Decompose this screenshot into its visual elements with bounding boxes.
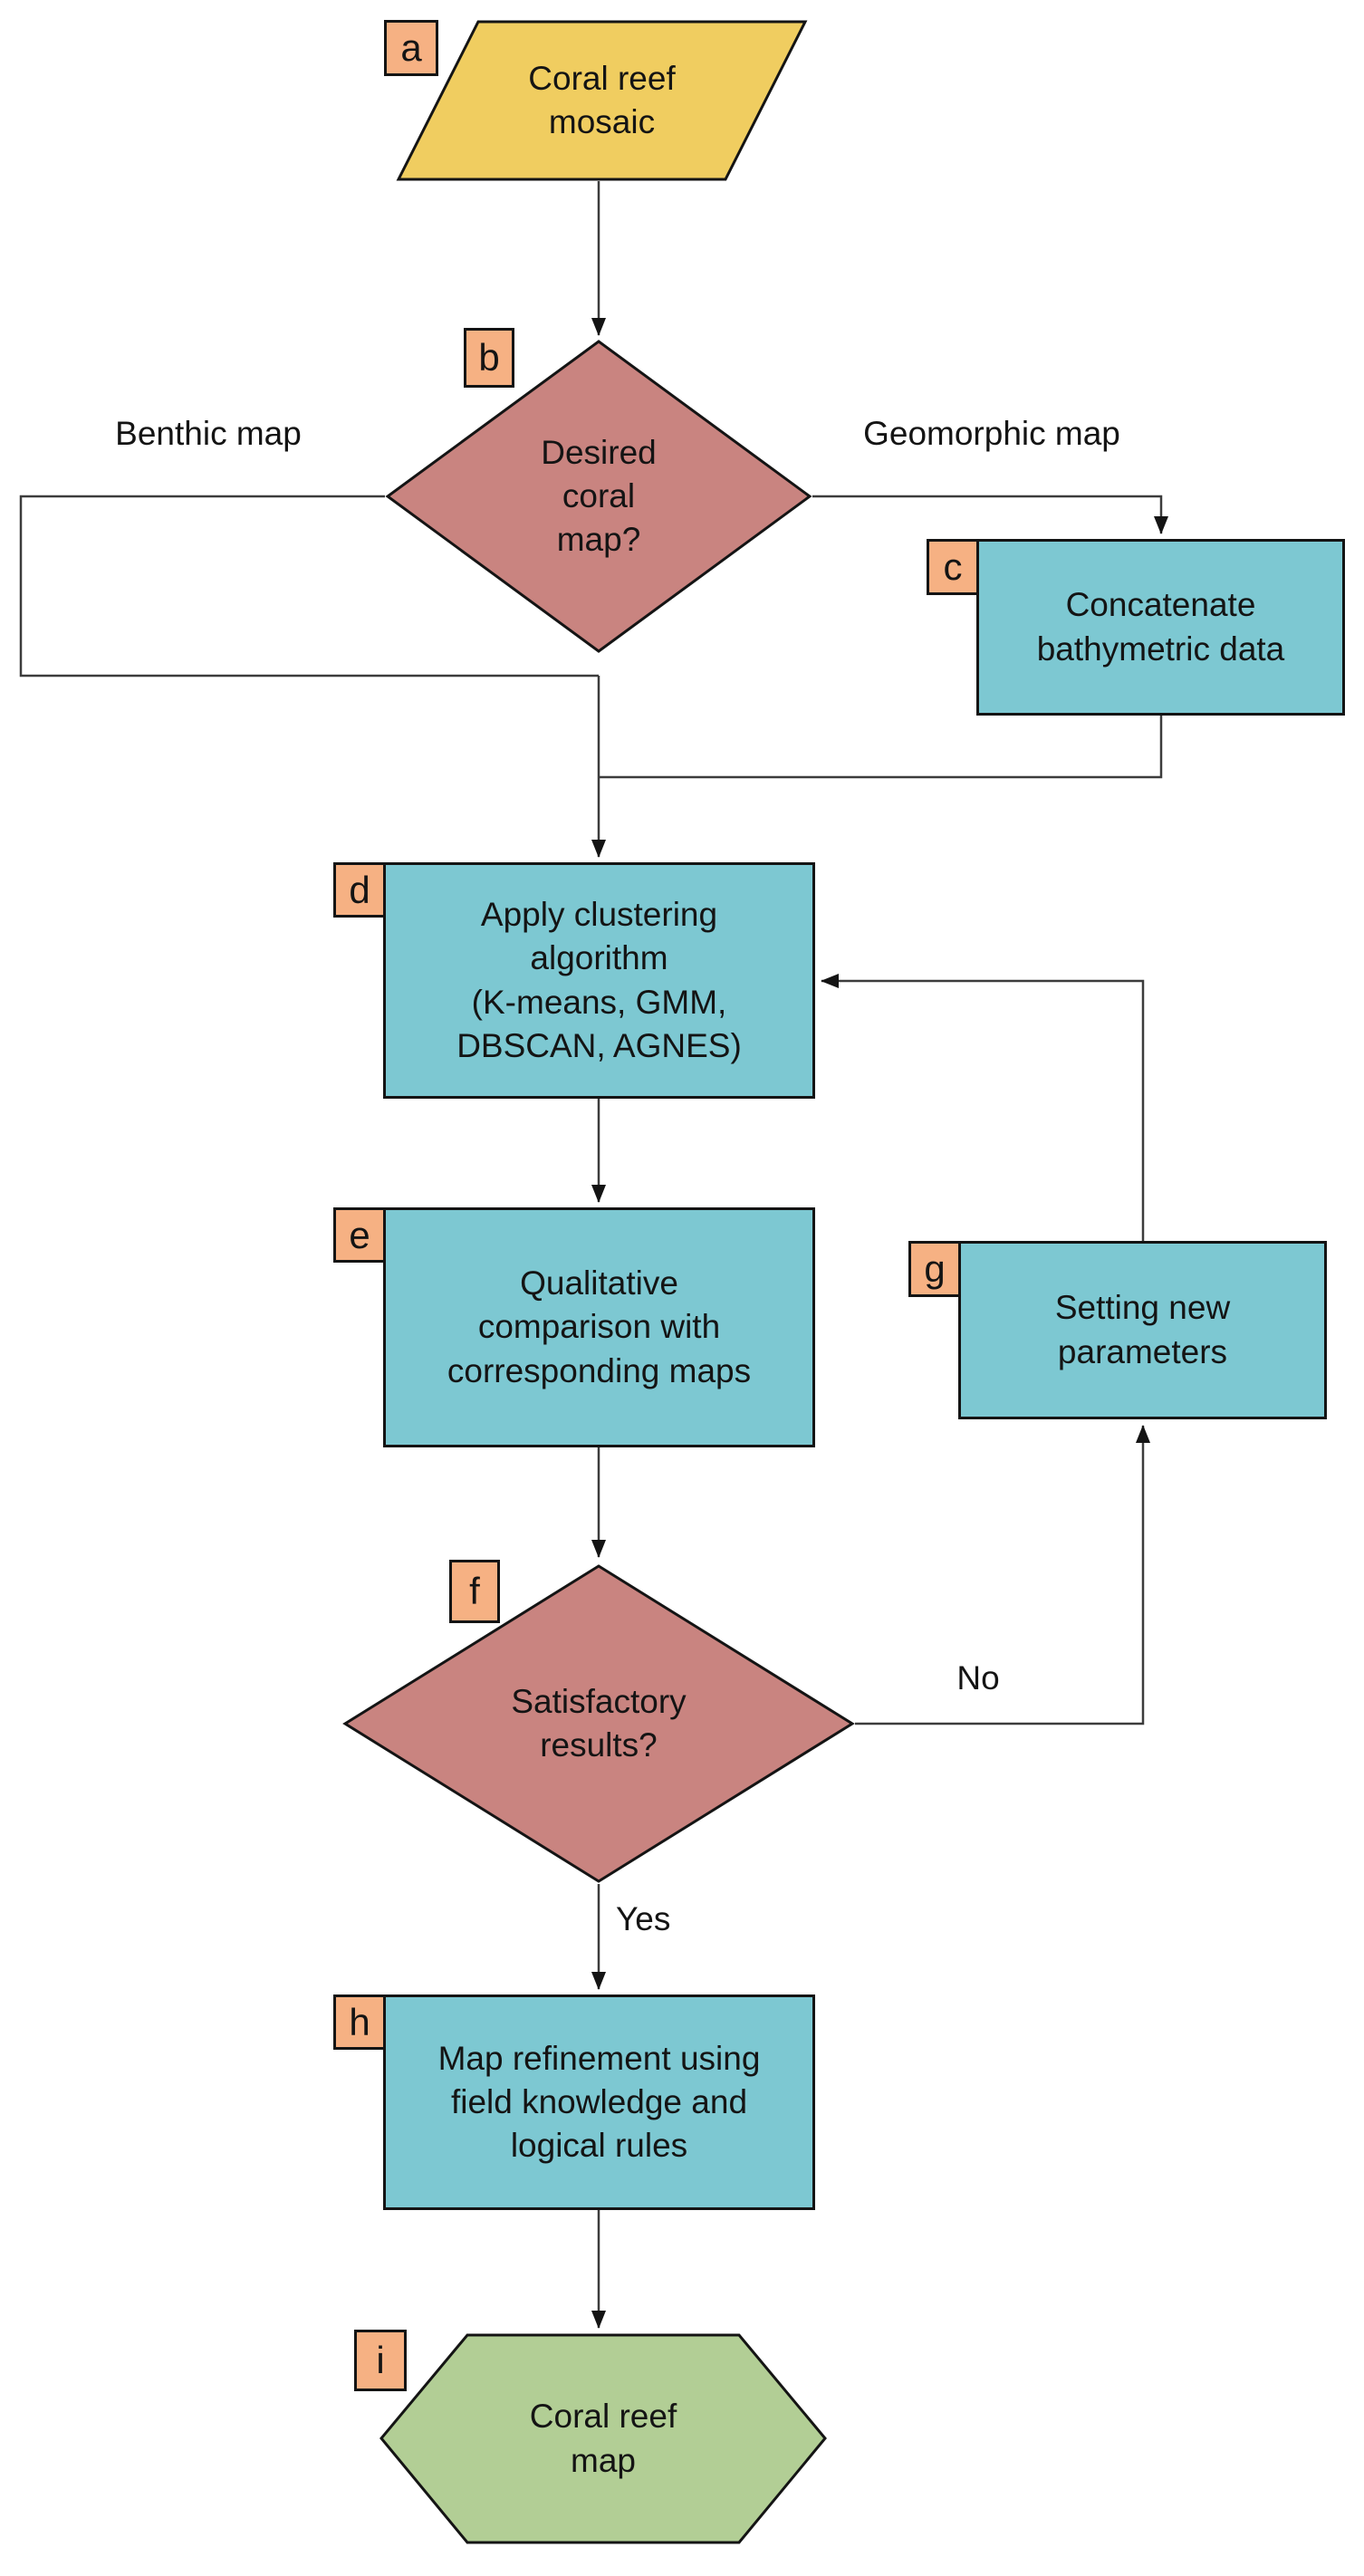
node-apply-clustering-algorithm: Apply clustering algorithm (K-means, GMM… bbox=[383, 862, 815, 1099]
node-text-f: Satisfactory results? bbox=[511, 1682, 687, 1764]
node-label-f: f bbox=[449, 1560, 500, 1623]
node-label-d: d bbox=[333, 862, 386, 918]
edge-label-benthic-map: Benthic map bbox=[115, 415, 302, 452]
edge-label-geomorphic-map: Geomorphic map bbox=[863, 415, 1120, 452]
node-setting-new-parameters: Setting new parameters bbox=[958, 1241, 1327, 1419]
node-label-i: i bbox=[354, 2330, 407, 2391]
label-letter: f bbox=[469, 1570, 480, 1612]
edge-label-yes: Yes bbox=[616, 1900, 671, 1937]
node-text-g: Setting new parameters bbox=[1054, 1289, 1231, 1370]
label-letter: h bbox=[349, 2000, 370, 2043]
node-map-refinement: Map refinement using field knowledge and… bbox=[383, 1994, 815, 2210]
edge-c-spine bbox=[599, 716, 1163, 779]
label-letter: a bbox=[400, 26, 422, 69]
diamond-shape bbox=[342, 1564, 855, 1883]
label-letter: d bbox=[349, 868, 370, 911]
node-text-h: Map refinement using field knowledge and… bbox=[437, 2039, 761, 2165]
node-qualitative-comparison: Qualitative comparison with correspondin… bbox=[383, 1207, 815, 1447]
parallelogram-shape bbox=[396, 20, 808, 181]
node-satisfactory-results: Satisfactory results? bbox=[342, 1563, 855, 1884]
node-label-c: c bbox=[927, 539, 979, 595]
label-letter: b bbox=[478, 336, 500, 379]
node-text-b: Desired coral map? bbox=[541, 433, 657, 559]
hexagon-shape bbox=[379, 2333, 827, 2544]
node-label-h: h bbox=[333, 1994, 386, 2050]
node-text-d: Apply clustering algorithm (K-means, GMM… bbox=[456, 896, 742, 1064]
edge-b-geomorphic-c bbox=[812, 495, 1168, 534]
node-label-e: e bbox=[333, 1207, 386, 1263]
edge-b-benthic-rail bbox=[19, 495, 599, 678]
label-letter: c bbox=[943, 545, 963, 588]
node-concatenate-bathymetric-data: Concatenate bathymetric data bbox=[976, 539, 1345, 716]
node-label-g: g bbox=[908, 1241, 961, 1297]
node-text-e: Qualitative comparison with correspondin… bbox=[447, 1264, 752, 1389]
node-text-i: Coral reef map bbox=[529, 2398, 677, 2479]
label-letter: e bbox=[349, 1213, 370, 1256]
edge-label-no: No bbox=[956, 1659, 1000, 1697]
label-letter: i bbox=[376, 2339, 385, 2381]
node-coral-reef-map: Coral reef map bbox=[379, 2333, 828, 2544]
edge-g-d bbox=[821, 974, 1145, 1241]
node-desired-coral-map: Desired coral map? bbox=[385, 339, 812, 654]
node-coral-reef-mosaic: Coral reef mosaic bbox=[396, 20, 808, 181]
node-text-c: Concatenate bathymetric data bbox=[1036, 586, 1285, 668]
label-letter: g bbox=[924, 1247, 946, 1290]
node-label-b: b bbox=[464, 328, 514, 388]
diamond-shape bbox=[385, 340, 812, 653]
edge-f-no-g bbox=[855, 1425, 1150, 1725]
node-label-a: a bbox=[384, 20, 438, 76]
node-text-a: Coral reef mosaic bbox=[528, 59, 676, 140]
